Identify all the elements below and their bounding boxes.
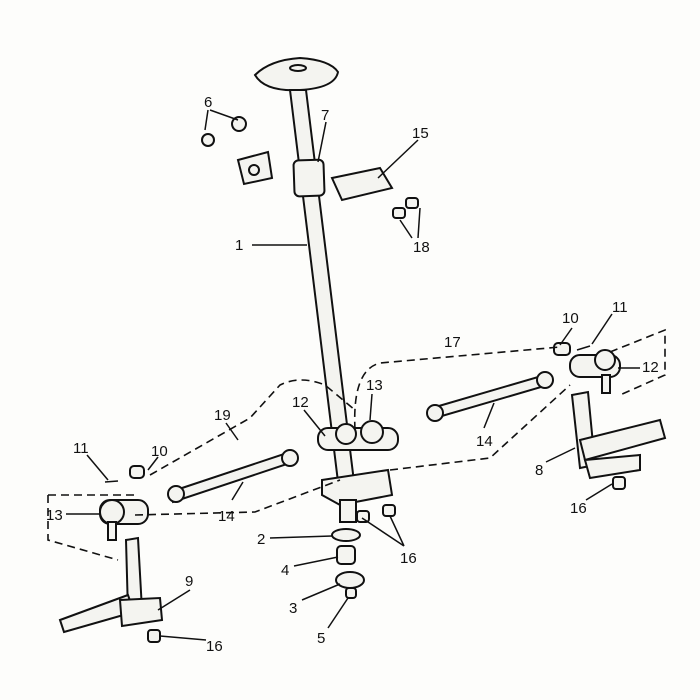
- tie-rod-right: [426, 371, 554, 422]
- label-14-right: 14: [476, 433, 493, 450]
- label-12-center: 12: [292, 394, 309, 411]
- label-19: 19: [214, 407, 231, 424]
- clamp-bracket: [236, 150, 274, 186]
- tie-rod-end-right: [569, 349, 621, 394]
- label-16-left: 16: [206, 638, 223, 655]
- group-outline-17: [353, 328, 666, 471]
- group-outline-19: [149, 379, 356, 476]
- label-10-right: 10: [562, 310, 579, 327]
- label-11-left: 11: [73, 440, 89, 457]
- label-11-right: 11: [612, 299, 628, 316]
- bracket-15: [330, 166, 394, 202]
- label-7: 7: [321, 107, 329, 124]
- label-5: 5: [317, 630, 325, 647]
- label-3: 3: [289, 600, 297, 617]
- label-9: 9: [185, 573, 193, 590]
- knuckle-left: [58, 536, 164, 634]
- label-8: 8: [535, 462, 543, 479]
- leader-lines: [66, 109, 640, 641]
- label-14-left: 14: [218, 508, 235, 525]
- tie-rod-end-center: [317, 420, 399, 523]
- label-12-right: 12: [642, 359, 659, 376]
- tie-rod-end-left: [99, 499, 149, 541]
- nuts-6: [201, 116, 247, 147]
- label-16-center: 16: [400, 550, 417, 567]
- label-13-center: 13: [366, 377, 383, 394]
- label-6: 6: [204, 94, 212, 111]
- clips-18: [392, 197, 419, 219]
- label-4: 4: [281, 562, 289, 579]
- steering-column: [288, 89, 357, 491]
- label-17: 17: [444, 334, 461, 351]
- group-outline-14-left: [47, 479, 341, 561]
- label-1: 1: [235, 237, 243, 254]
- steering-handle: [253, 56, 340, 92]
- label-2: 2: [257, 531, 265, 548]
- label-13-left: 13: [46, 507, 63, 524]
- tie-rod-left: [167, 449, 299, 504]
- knuckle-right: [570, 390, 667, 480]
- label-18: 18: [413, 239, 430, 256]
- label-15: 15: [412, 125, 429, 142]
- small-parts: [104, 342, 626, 643]
- label-16-right: 16: [570, 500, 587, 517]
- label-10-left: 10: [151, 443, 168, 460]
